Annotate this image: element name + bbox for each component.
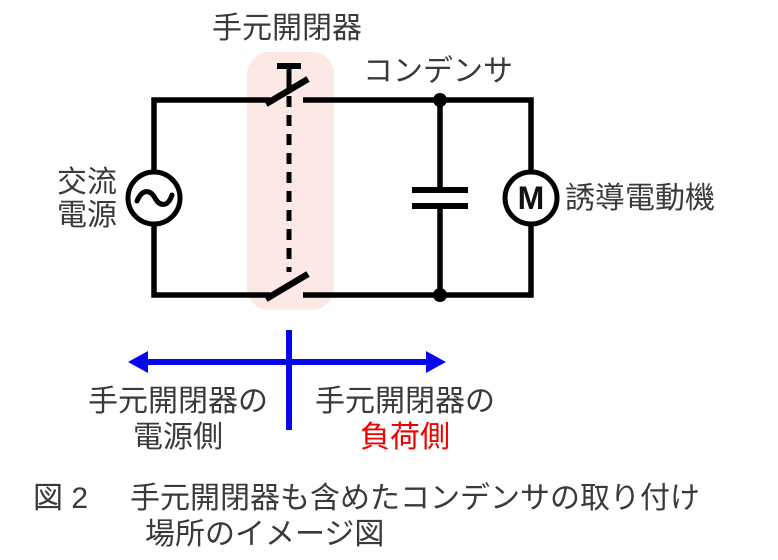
caption-line1: 手元開閉器も含めたコンデンサの取り付け (130, 482, 700, 515)
side-divider-arrows (128, 330, 446, 430)
source-side-line2: 電源側 (133, 421, 223, 454)
arrowhead-right-icon (426, 351, 446, 373)
load-side-label: 手元開閉器の 負荷側 (293, 384, 517, 456)
junction-dot-bottom (433, 288, 447, 302)
source-side-line1: 手元開閉器の (88, 385, 268, 418)
ac-source-label: 交流 電源 (52, 166, 122, 232)
switch-label: 手元開閉器 (212, 12, 362, 45)
caption-figure-number: 図 2 (33, 482, 89, 515)
arrowhead-left-icon (128, 351, 148, 373)
knife-switch-open-icon (264, 63, 310, 302)
junction-dot-top (433, 93, 447, 107)
motor-label: 誘導電動機 (565, 182, 715, 215)
switch-blade-top (264, 76, 310, 107)
switch-blade-bottom (264, 271, 310, 302)
ac-source-label-line2: 電源 (57, 199, 117, 232)
ac-source-label-line1: 交流 (57, 166, 117, 199)
source-side-label: 手元開閉器の 電源側 (66, 384, 290, 456)
load-side-line1: 手元開閉器の (315, 385, 495, 418)
ac-sine-icon (134, 189, 175, 207)
motor-symbol: M (517, 180, 545, 216)
caption-line2: 場所のイメージ図 (145, 518, 385, 551)
load-side-line2: 負荷側 (360, 421, 450, 454)
wire-bottom-left (151, 224, 270, 298)
capacitor-label: コンデンサ (363, 55, 513, 88)
wire-top-right (303, 97, 534, 172)
motor-circle (502, 169, 560, 227)
capacitor-icon (412, 187, 468, 209)
circuit-wires (151, 97, 534, 298)
wire-top-left (151, 97, 270, 172)
wire-bottom-right (303, 224, 534, 298)
